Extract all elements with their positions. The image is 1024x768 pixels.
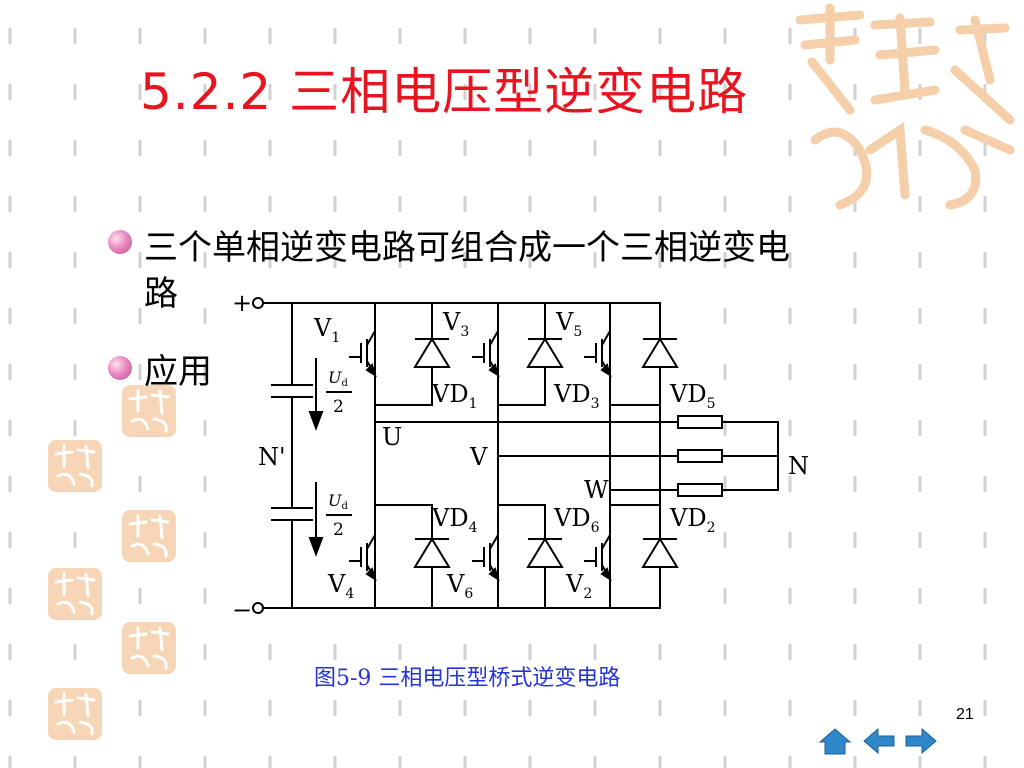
diode-vd6-label: VD6: [553, 504, 600, 536]
phase-w-label: W: [584, 476, 609, 504]
switch-v1-label: V1: [313, 314, 340, 346]
load-neutral-label: N: [788, 452, 809, 480]
arrow-left-icon: [863, 727, 895, 755]
diode-vd2-label: VD2: [669, 504, 716, 536]
diode-vd3: [526, 337, 564, 368]
bullet-marker: [108, 230, 132, 254]
arrow-right-icon: [905, 727, 937, 755]
voltage-arrows: [308, 358, 352, 557]
ud-label-top: Ud: [328, 368, 348, 389]
switch-v3-label: V3: [442, 308, 469, 340]
dc-neutral-label: N': [258, 443, 286, 471]
seal-watermark-small: [122, 622, 176, 674]
slide-title: 5.2.2 三相电压型逆变电路: [140, 63, 749, 121]
switch-v2: [584, 534, 612, 582]
ud-label-bottom: Ud: [328, 491, 348, 512]
switch-v6-label: V6: [446, 570, 473, 602]
phase-v-label: V: [469, 443, 488, 471]
seal-watermark-small: [122, 510, 176, 562]
diode-vd3-label: VD3: [553, 380, 600, 412]
diode-vd5: [641, 337, 679, 368]
terminal-minus-label: −: [232, 596, 252, 624]
diode-vd2: [641, 537, 679, 568]
figure-caption: 图5-9 三相电压型桥式逆变电路: [314, 666, 621, 691]
home-button[interactable]: [818, 726, 852, 756]
page-number: 21: [956, 706, 974, 723]
diode-vd4-label: VD4: [431, 504, 478, 536]
diode-vd1-label: VD1: [431, 380, 478, 412]
bullet-text-1-cont: 路: [144, 274, 178, 314]
switch-v3: [472, 330, 500, 378]
seal-watermark-large: [795, 3, 1015, 210]
diode-vd5-label: VD5: [669, 380, 716, 412]
diode-vd6: [526, 537, 564, 568]
diode-vd4: [413, 537, 451, 568]
diode-vd1: [413, 337, 451, 368]
next-slide-button[interactable]: [904, 726, 938, 756]
phase-u-label: U: [382, 423, 402, 451]
switch-v4: [349, 534, 377, 582]
bullet-text-2: 应用: [144, 352, 212, 392]
ud-denominator-top: 2: [333, 397, 344, 417]
previous-slide-button[interactable]: [862, 726, 896, 756]
bullet-text-1: 三个单相逆变电路可组合成一个三相逆变电: [144, 228, 790, 268]
circuit-backdrop: [220, 292, 680, 614]
terminal-plus-label: +: [232, 289, 252, 317]
switch-v2-label: V2: [565, 570, 592, 602]
home-icon: [818, 728, 852, 755]
switch-v4-label: V4: [327, 570, 354, 602]
seal-watermark-small: [48, 568, 102, 620]
seal-watermark-small: [122, 385, 176, 437]
switch-v6: [472, 534, 500, 582]
seal-watermark-small: [48, 688, 102, 740]
bullet-marker: [108, 356, 132, 380]
ud-denominator-bottom: 2: [333, 520, 344, 540]
switch-v1: [349, 330, 377, 378]
seal-watermark-small: [48, 440, 102, 492]
switch-v5: [584, 330, 612, 378]
switch-v5-label: V5: [555, 308, 582, 340]
